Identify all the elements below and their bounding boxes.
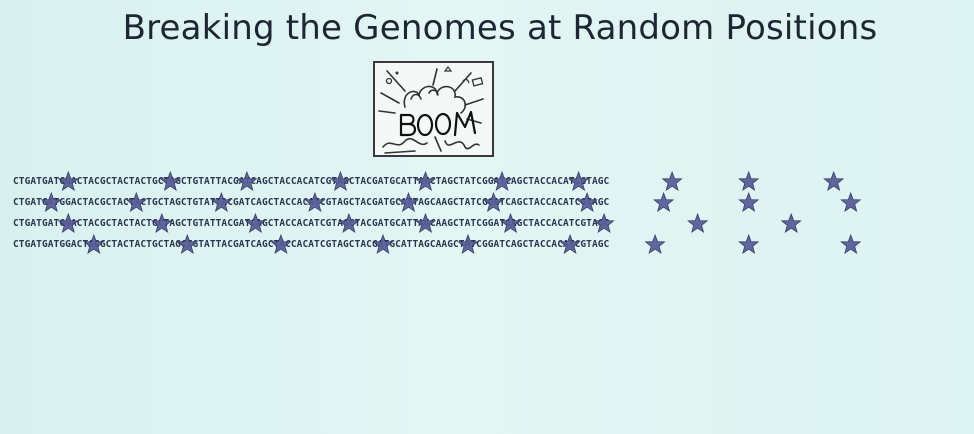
dna-sequence-line: CTGATGATGGACTACGCTACTACTGCTAGCTGTATTACGA… xyxy=(13,176,610,187)
dna-sequence-block: CTGATGATGGACTACGCTACTACTGCTAGCTGTATTACGA… xyxy=(13,176,893,260)
boom-explosion-icon xyxy=(373,61,494,157)
dna-sequence-line: CTGATGATGGACTACGCTACTACTGCTAGCTGTATTACGA… xyxy=(13,218,610,229)
dna-sequence-line: CTGATGATGGACTACGCTACTACTGCTAGCTGTATTACGA… xyxy=(13,239,610,250)
dna-sequence-line: CTGATGATGGACTACGCTACTACTGCTAGCTGTATTACGA… xyxy=(13,197,610,208)
slide-title: Breaking the Genomes at Random Positions xyxy=(122,8,878,48)
